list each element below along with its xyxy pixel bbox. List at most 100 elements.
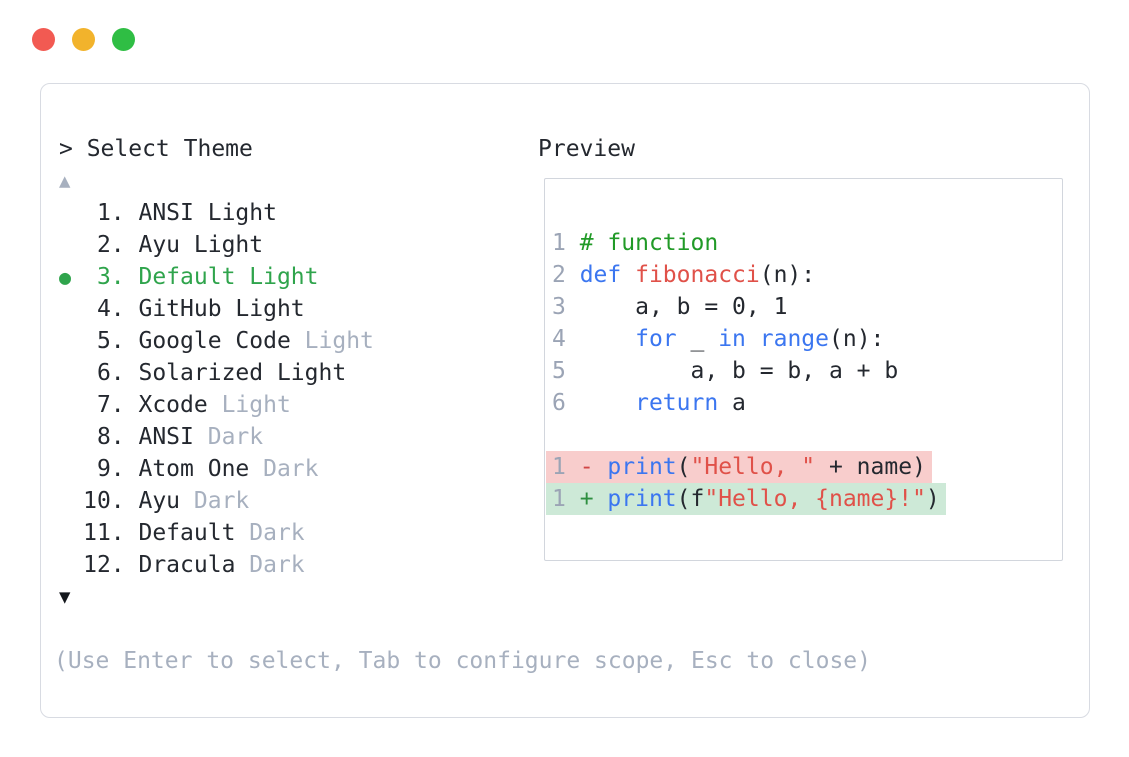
- item-marker-spacer: [59, 201, 83, 225]
- code-token: a: [718, 390, 746, 416]
- theme-list-item-4[interactable]: 4. GitHub Light: [59, 293, 374, 325]
- code-token: [621, 262, 635, 288]
- theme-list-item-7[interactable]: 7. Xcode Light: [59, 389, 374, 421]
- theme-item-number: 5.: [83, 328, 139, 354]
- code-line-content: 1 # function: [546, 227, 724, 259]
- theme-item-label: GitHub Light: [138, 296, 305, 322]
- theme-list-item-8[interactable]: 8. ANSI Dark: [59, 421, 374, 453]
- theme-item-number: 3.: [83, 264, 139, 290]
- theme-item-number: 6.: [83, 360, 139, 386]
- diff-removed-line: 1 - print("Hello, " + name): [546, 451, 1062, 483]
- help-text: (Use Enter to select, Tab to configure s…: [54, 648, 871, 674]
- theme-item-label: Dark: [193, 488, 250, 514]
- theme-item-label: Default: [138, 520, 250, 546]
- line-number: 2: [552, 262, 580, 288]
- code-token: -: [579, 454, 608, 480]
- diff-added-line: 1 + print(f"Hello, {name}!"): [546, 483, 1062, 515]
- maximize-button[interactable]: [112, 28, 135, 51]
- theme-list-item-1[interactable]: 1. ANSI Light: [59, 197, 374, 229]
- theme-item-label: ANSI Light: [138, 200, 277, 226]
- theme-item-label: Light: [304, 328, 374, 354]
- theme-item-label: Dark: [249, 520, 305, 546]
- theme-item-number: 10.: [83, 488, 139, 514]
- code-token: range: [759, 326, 829, 352]
- code-token: _: [676, 326, 719, 352]
- code-line-content: 5 a, b = b, a + b: [546, 355, 904, 387]
- theme-item-number: 9.: [83, 456, 139, 482]
- theme-item-number: 2.: [83, 232, 139, 258]
- code-line-content: 3 a, b = 0, 1: [546, 291, 793, 323]
- theme-list-item-3[interactable]: ● 3. Default Light: [59, 261, 374, 293]
- code-token: def: [579, 262, 622, 288]
- item-marker-spacer: [59, 393, 83, 417]
- selected-item-bullet-icon: ●: [59, 265, 84, 289]
- code-token: print: [607, 486, 677, 512]
- theme-item-number: 12.: [83, 552, 139, 578]
- code-token: fibonacci: [635, 262, 760, 288]
- theme-item-label: ANSI: [138, 424, 208, 450]
- select-theme-prompt: > Select Theme: [59, 136, 253, 162]
- code-token: [580, 390, 635, 416]
- code-token: "Hello, ": [690, 454, 816, 480]
- theme-item-number: 8.: [83, 424, 139, 450]
- theme-item-label: Ayu: [138, 488, 194, 514]
- scroll-up-icon[interactable]: ▲: [59, 170, 71, 192]
- theme-list-item-9[interactable]: 9. Atom One Dark: [59, 453, 374, 485]
- line-number: 5: [552, 358, 580, 384]
- line-number: 1: [552, 230, 580, 256]
- code-token: in: [718, 326, 746, 352]
- code-token: (: [676, 454, 691, 480]
- item-marker-spacer: [59, 521, 83, 545]
- theme-item-label: Ayu Light: [138, 232, 264, 258]
- code-line-content: 1 + print(f"Hello, {name}!"): [546, 483, 946, 515]
- theme-list-item-2[interactable]: 2. Ayu Light: [59, 229, 374, 261]
- window-controls: [32, 28, 135, 51]
- theme-item-label: Dark: [207, 424, 264, 450]
- code-line: [546, 419, 1062, 451]
- line-number: 6: [552, 390, 580, 416]
- theme-item-number: 4.: [83, 296, 139, 322]
- code-line: 1 # function: [546, 227, 1062, 259]
- item-marker-spacer: [59, 457, 83, 481]
- theme-list-item-11[interactable]: 11. Default Dark: [59, 517, 374, 549]
- code-token: (f: [676, 486, 705, 512]
- close-button[interactable]: [32, 28, 55, 51]
- minimize-button[interactable]: [72, 28, 95, 51]
- item-marker-spacer: [59, 489, 83, 513]
- code-preview-box: 1 # function 2 def fibonacci(n): 3 a, b = …: [544, 178, 1063, 561]
- code-token: ): [925, 486, 940, 512]
- code-token: "Hello, {name}!": [704, 486, 926, 512]
- item-marker-spacer: [59, 361, 83, 385]
- line-number: 1: [552, 486, 580, 512]
- item-marker-spacer: [59, 297, 83, 321]
- code-line-content: 1 - print("Hello, " + name): [546, 451, 932, 483]
- code-token: (n):: [759, 262, 816, 288]
- theme-item-label: Default Light: [138, 264, 319, 290]
- theme-list-item-10[interactable]: 10. Ayu Dark: [59, 485, 374, 517]
- theme-item-label: Google Code: [138, 328, 305, 354]
- theme-list-item-12[interactable]: 12. Dracula Dark: [59, 549, 374, 581]
- code-token: a, b = 0, 1: [579, 294, 788, 320]
- code-token: # function: [579, 230, 719, 256]
- theme-selector-panel: > Select Theme ▲ 1. ANSI Light 2. Ayu Li…: [40, 83, 1090, 718]
- preview-title: Preview: [538, 136, 635, 162]
- theme-list-item-5[interactable]: 5. Google Code Light: [59, 325, 374, 357]
- code-line-content: 6 return a: [546, 387, 752, 419]
- line-number: 4: [552, 326, 580, 352]
- code-token: a, b = b, a + b: [579, 358, 899, 384]
- code-line: 3 a, b = 0, 1: [546, 291, 1062, 323]
- line-number: 3: [552, 294, 580, 320]
- theme-list-item-6[interactable]: 6. Solarized Light: [59, 357, 374, 389]
- code-token: print: [607, 454, 677, 480]
- code-token: [746, 326, 760, 352]
- scroll-down-icon[interactable]: ▼: [59, 586, 71, 608]
- theme-item-label: Dark: [263, 456, 319, 482]
- code-line: 4 for _ in range(n):: [546, 323, 1062, 355]
- code-token: [580, 326, 635, 352]
- line-number: 1: [552, 454, 580, 480]
- theme-item-number: 1.: [83, 200, 139, 226]
- theme-item-label: Light: [221, 392, 291, 418]
- theme-item-number: 7.: [83, 392, 139, 418]
- code-line: 5 a, b = b, a + b: [546, 355, 1062, 387]
- theme-item-label: Atom One: [138, 456, 264, 482]
